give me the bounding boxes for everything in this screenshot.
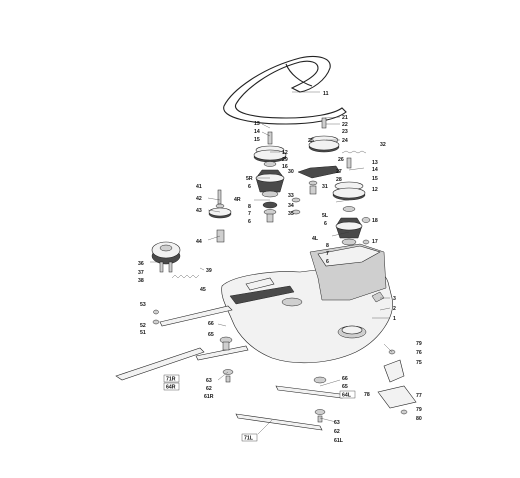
callout-5L: 5L xyxy=(322,213,329,219)
callout-24: 24 xyxy=(342,138,348,144)
callout-61R: 61R xyxy=(204,394,214,400)
callout-3: 3 xyxy=(393,296,396,302)
callout-36: 36 xyxy=(138,261,144,267)
callout-78: 78 xyxy=(364,392,370,398)
callout-14-lower: 14 xyxy=(372,167,378,173)
drive-belt xyxy=(223,55,347,125)
deck-lift-rod xyxy=(152,305,233,327)
callout-23: 23 xyxy=(342,129,348,135)
callout-71R-box xyxy=(163,374,180,383)
callout-79-lower: 79 xyxy=(416,407,422,413)
left-blade xyxy=(235,376,343,431)
callout-80: 80 xyxy=(416,416,422,422)
callout-35: 35 xyxy=(288,211,294,217)
callout-64R-box xyxy=(163,382,180,391)
callout-61L: 61L xyxy=(334,438,344,444)
left-spindle-assembly xyxy=(332,157,371,259)
callout-15-lower: 15 xyxy=(372,176,378,182)
right-spindle-assembly xyxy=(253,131,287,223)
callout-42: 42 xyxy=(196,196,202,202)
callout-8-left: 8 xyxy=(326,243,329,249)
callout-75: 75 xyxy=(416,360,422,366)
callout-62-right: 62 xyxy=(206,386,212,392)
callout-12-upper: 12 xyxy=(282,150,288,156)
callout-51: 51 xyxy=(140,330,146,336)
callout-71R: 71R xyxy=(166,377,176,383)
callout-6-left-upper: 6 xyxy=(324,221,327,227)
callout-13-upper: 13 xyxy=(254,121,260,127)
callout-76: 76 xyxy=(416,350,422,356)
callout-43: 43 xyxy=(196,208,202,214)
callout-38: 38 xyxy=(138,278,144,284)
callout-52: 52 xyxy=(140,323,146,329)
callout-13-lower: 13 xyxy=(372,160,378,166)
callout-22: 22 xyxy=(342,122,348,128)
callout-65-right: 65 xyxy=(208,332,214,338)
callout-11: 11 xyxy=(323,91,329,97)
callout-1: 1 xyxy=(393,316,396,322)
callout-8-right: 8 xyxy=(248,204,251,210)
center-pulley-assembly xyxy=(291,117,367,215)
callout-71L-box xyxy=(241,433,258,442)
callout-64R: 64R xyxy=(166,385,176,391)
callout-6-right-upper: 6 xyxy=(248,184,251,190)
callout-leader-lines xyxy=(150,91,393,435)
callout-71L: 71L xyxy=(244,436,254,442)
callout-44: 44 xyxy=(196,239,202,245)
electric-clutch xyxy=(151,241,200,279)
callout-18: 18 xyxy=(372,218,378,224)
callout-12-lower: 12 xyxy=(372,187,378,193)
callout-31: 31 xyxy=(322,184,328,190)
callout-63-right: 63 xyxy=(206,378,212,384)
callout-41: 41 xyxy=(196,184,202,190)
callout-26: 26 xyxy=(338,157,344,163)
callout-64L-box xyxy=(339,390,356,399)
callout-34: 34 xyxy=(288,203,294,209)
callout-66-left: 66 xyxy=(342,376,348,382)
callout-63-left: 63 xyxy=(334,420,340,426)
cutting-deck-shell xyxy=(221,243,393,364)
callout-77: 77 xyxy=(416,393,422,399)
callout-37: 37 xyxy=(138,270,144,276)
right-blade xyxy=(115,336,249,383)
callout-2: 2 xyxy=(393,306,396,312)
callout-64L: 64L xyxy=(342,393,352,399)
callout-7-left: 7 xyxy=(326,251,329,257)
callout-16-upper: 16 xyxy=(282,164,288,170)
callout-7-right: 7 xyxy=(248,211,251,217)
callout-65-left: 65 xyxy=(342,384,348,390)
callout-14-upper: 14 xyxy=(254,129,260,135)
callout-29: 29 xyxy=(282,157,288,163)
callout-4L: 4L xyxy=(312,236,319,242)
callout-45: 45 xyxy=(200,287,206,293)
callout-62-left: 62 xyxy=(334,429,340,435)
callout-39: 39 xyxy=(206,268,212,274)
callout-66-right: 66 xyxy=(208,321,214,327)
callout-6-right-lower: 6 xyxy=(248,219,251,225)
callout-labels: 11 21 22 23 24 25 13 14 15 12 29 16 5R 6… xyxy=(138,91,422,444)
callout-4R: 4R xyxy=(234,197,241,203)
callout-17: 17 xyxy=(372,239,378,245)
callout-5R: 5R xyxy=(246,176,253,182)
callout-27: 27 xyxy=(336,169,342,175)
callout-30: 30 xyxy=(288,169,294,175)
callout-21: 21 xyxy=(342,115,348,121)
callout-33: 33 xyxy=(288,193,294,199)
idler-pulley-assembly xyxy=(208,189,232,243)
callout-28: 28 xyxy=(336,177,342,183)
callout-53: 53 xyxy=(140,302,146,308)
callout-32: 32 xyxy=(380,142,386,148)
callout-79-upper: 79 xyxy=(416,341,422,347)
discharge-deflector-hardware xyxy=(377,349,417,415)
callout-6-left-lower: 6 xyxy=(326,259,329,265)
callout-15-upper: 15 xyxy=(254,137,260,143)
callout-25: 25 xyxy=(308,138,314,144)
